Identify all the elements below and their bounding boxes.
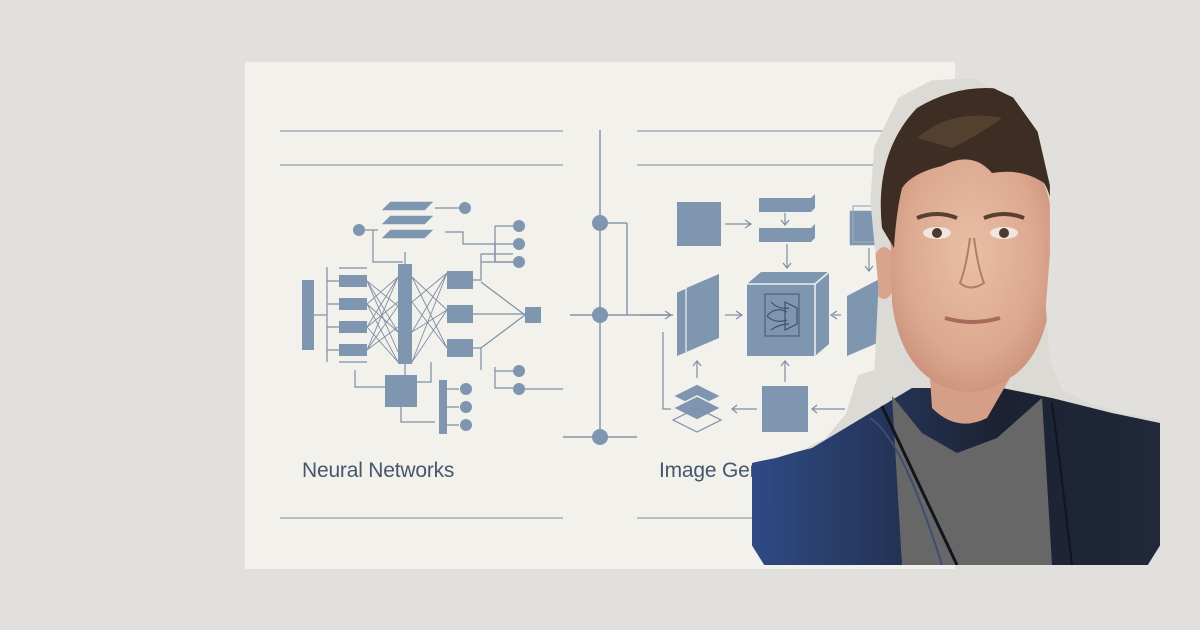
face — [889, 138, 1052, 392]
node-dot — [592, 429, 608, 445]
divider-lines — [280, 130, 945, 519]
node-dot — [592, 215, 608, 231]
stacked-layer-icon — [378, 200, 437, 212]
generator-cube — [747, 272, 829, 356]
diagram-canvas — [280, 130, 945, 519]
illustration-card: Neural Networks Image Gen — [245, 62, 955, 569]
hair — [880, 88, 1070, 248]
image-generation-caption: Image Gen — [659, 459, 762, 482]
input-image-block — [677, 202, 721, 246]
shirt — [892, 396, 1052, 565]
center-connector — [563, 130, 673, 445]
neural-network-diagram — [302, 200, 563, 434]
mouth — [944, 316, 1001, 324]
neural-networks-caption: Neural Networks — [302, 459, 455, 482]
node-dot — [592, 307, 608, 323]
